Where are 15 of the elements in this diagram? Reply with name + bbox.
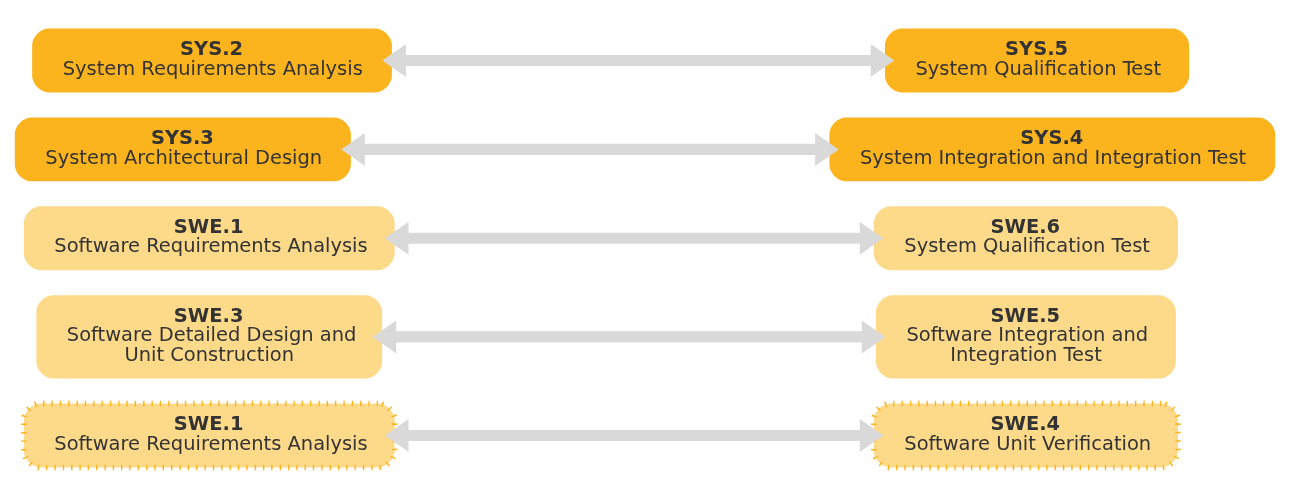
arrow bbox=[385, 221, 884, 255]
node-box: SWE.1 Software Requirements Analysis bbox=[23, 205, 395, 270]
node-box: SWE.6 System Qualification Test bbox=[873, 205, 1178, 270]
node-box: SYS.4 System Integration and Integration Test bbox=[829, 116, 1276, 181]
arrow bbox=[385, 418, 884, 452]
node-box: SWE.5 Software Integration and Integration Test bbox=[875, 294, 1176, 379]
node-box: SYS.3 System Architectural Design bbox=[14, 116, 351, 181]
node-box: SWE.1 Software Requirements Analysis bbox=[21, 400, 398, 470]
arrow bbox=[372, 319, 886, 353]
node-box: SWE.4 Software Unit Verification bbox=[871, 400, 1181, 470]
arrow bbox=[341, 132, 839, 166]
node-box: SYS.2 System Requirements Analysis bbox=[32, 28, 392, 92]
node-box: SWE.3 Software Detailed Design and Unit Construction bbox=[36, 294, 383, 379]
arrow bbox=[382, 43, 895, 77]
node-box: SYS.5 System Qualification Test bbox=[884, 28, 1190, 92]
